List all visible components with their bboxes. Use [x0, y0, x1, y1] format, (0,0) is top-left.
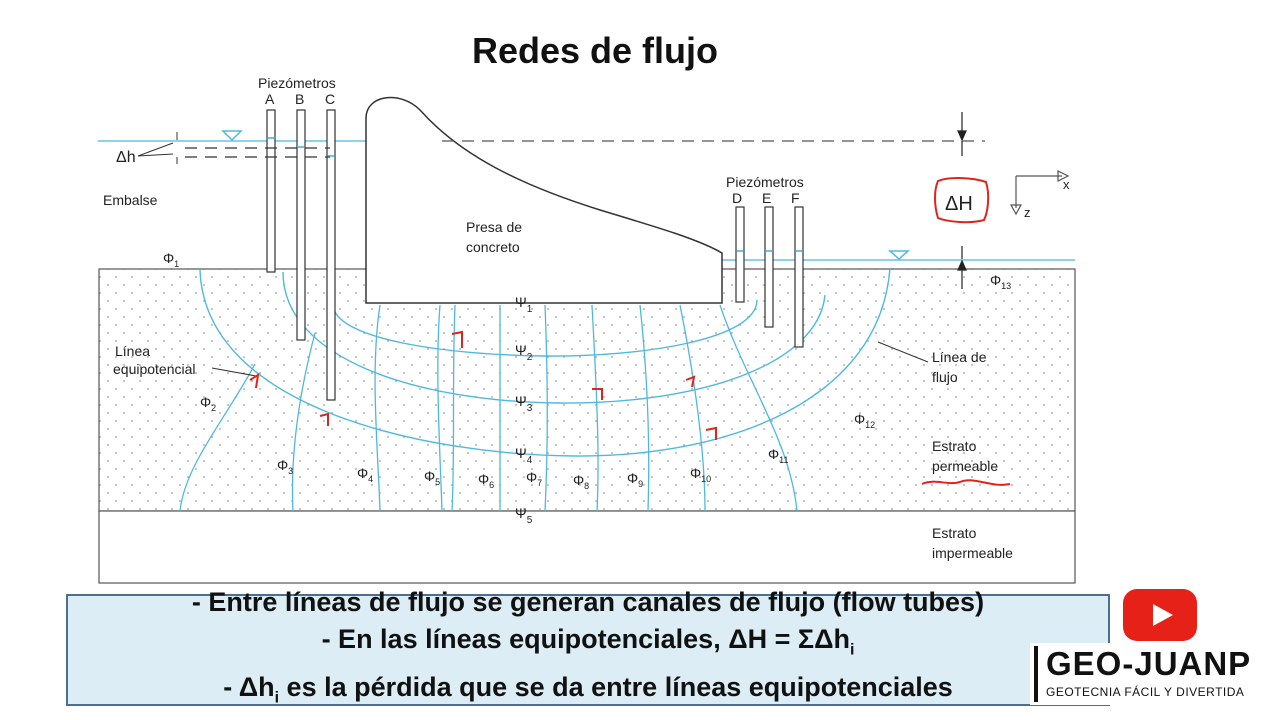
piezometer-a: [266, 109, 276, 273]
piezometer-b-label: B: [295, 91, 304, 107]
note-line-3: - Δhi es la pérdida que se da entre líne…: [223, 671, 953, 706]
dam-label-line1: Presa de: [466, 219, 522, 235]
piezometer-d-label: D: [732, 190, 742, 206]
piezometer-levels-left: [268, 137, 334, 157]
piezometer-d: [735, 206, 745, 303]
youtube-logo-icon[interactable]: [1123, 589, 1197, 641]
coordinate-axes: [1009, 170, 1070, 216]
delta-h-arrows: [137, 132, 178, 164]
piezometer-f: [794, 206, 804, 348]
phi-label: Φ4: [357, 465, 373, 484]
delta-h-dashes: [185, 147, 330, 158]
delta-h-label: Δh: [116, 149, 136, 166]
phi-label: Φ11: [768, 446, 789, 465]
axis-x-label: x: [1063, 177, 1070, 192]
equipotential-line-10: [639, 304, 650, 512]
note-line-1: - Entre líneas de flujo se generan canal…: [191, 587, 985, 618]
impermeable-label-line1: Estrato: [932, 525, 977, 541]
embalse-label: Embalse: [103, 192, 158, 208]
permeable-label-line2: permeable: [932, 458, 998, 474]
phi-label: Φ3: [277, 457, 293, 476]
concrete-dam: [365, 96, 723, 304]
page-title: Redes de flujo: [471, 30, 719, 71]
piezometer-c: [326, 109, 336, 401]
equipotential-lines: [179, 304, 798, 512]
flow-line-label-line1: Línea de: [932, 349, 987, 365]
psi-label: Ψ1: [515, 294, 533, 315]
play-icon: [1153, 604, 1173, 626]
delta-H-arrows: [957, 112, 967, 289]
piezometers-left: [266, 109, 336, 401]
brand-bar: [1034, 646, 1038, 702]
permeable-red-underline: [921, 479, 1011, 486]
flow-line-4: [199, 267, 891, 457]
piezometer-c-label: C: [325, 91, 335, 107]
equipotential-line-2: [179, 363, 256, 512]
phi-label: Φ5: [424, 468, 440, 487]
phi-label: Φ6: [478, 471, 494, 490]
dam-label-line2: concreto: [466, 239, 520, 255]
equipotential-line-6: [451, 304, 456, 512]
equipotential-line-12: [719, 304, 798, 512]
equipotential-label-line1: Línea: [115, 343, 150, 359]
impermeable-stratum: [98, 510, 1076, 584]
upstream-water-marker: [221, 130, 243, 142]
flow-line-2: [332, 299, 758, 357]
permeable-stratum: [98, 268, 1076, 512]
equipotential-line-8: [544, 304, 548, 512]
phi-label: Φ9: [627, 470, 643, 489]
equipotential-line-11: [679, 304, 706, 512]
brand-logo: GEO-JUANP GEOTECNIA FÁCIL Y DIVERTIDA: [1030, 643, 1268, 705]
permeable-label-line1: Estrato: [932, 438, 977, 454]
psi-label: Ψ5: [515, 505, 533, 526]
piezometros-right-label: Piezómetros: [726, 174, 804, 190]
flow-line-leader: [877, 341, 929, 363]
equipotential-line-4: [374, 304, 381, 512]
piezometer-a-label: A: [265, 91, 275, 107]
equipotential-label-line2: equipotencial: [113, 361, 196, 377]
phi-label: Φ2: [200, 394, 216, 413]
equipotential-line-3: [291, 332, 316, 512]
right-angle-marks: [249, 330, 717, 440]
psi-label: Ψ3: [515, 393, 533, 414]
psi-label: Ψ4: [515, 445, 533, 466]
phi-label: Φ13: [990, 272, 1011, 291]
delta-H-label: ΔH: [945, 193, 973, 215]
downstream-water-marker: [888, 250, 910, 261]
phi-label: Φ7: [526, 469, 542, 488]
impermeable-label-line2: impermeable: [932, 545, 1013, 561]
note-line-2: - En las líneas equipotenciales, ΔH = ΣΔ…: [321, 624, 855, 659]
piezometers-right: [735, 206, 804, 348]
piezometer-e-label: E: [762, 190, 771, 206]
flow-line-label-line2: flujo: [932, 369, 958, 385]
equipotential-leader: [211, 367, 257, 377]
notes-box: - Entre líneas de flujo se generan canal…: [66, 587, 1110, 706]
equipotential-line-9: [591, 304, 599, 512]
flow-lines: [199, 267, 891, 457]
piezometer-f-label: F: [791, 190, 800, 206]
phi-label: Φ8: [573, 472, 589, 491]
phi-label: Φ12: [854, 411, 875, 430]
piezometros-left-label: Piezómetros: [258, 75, 336, 91]
psi-label: Ψ2: [515, 342, 533, 363]
equipotential-line-5: [437, 304, 443, 512]
piezometer-e: [764, 206, 774, 328]
phi-label: Φ10: [690, 465, 711, 484]
brand-tagline: GEOTECNIA FÁCIL Y DIVERTIDA: [1046, 685, 1245, 699]
brand-name: GEO-JUANP: [1046, 645, 1252, 682]
axis-z-label: z: [1024, 205, 1031, 220]
flow-line-3: [282, 271, 826, 404]
piezometer-b: [296, 109, 306, 341]
phi-label: Φ1: [163, 250, 179, 269]
delta-H-red-mark: [934, 177, 990, 224]
